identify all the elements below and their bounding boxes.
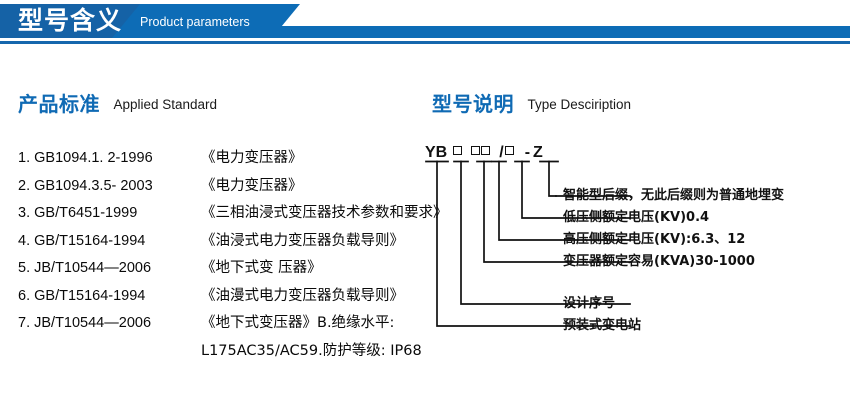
banner-bottom-rule <box>0 41 850 44</box>
standard-code: 7. JB/T10544—2006 <box>18 315 152 331</box>
callout-substation: 预装式变电站 <box>563 318 642 333</box>
model-code-row: YB / -Z <box>425 144 543 166</box>
standard-title: 《三相油浸式变压器技术参数和要求》 <box>201 205 448 221</box>
standard-code: 4. GB/T15164-1994 <box>18 232 146 249</box>
standard-list-item: 5. JB/T10544—2006 《地下式变 压器》 <box>18 256 428 284</box>
model-code-placeholder-box <box>471 146 481 155</box>
standard-code: 2. GB1094.3.5- 2003 <box>18 177 153 194</box>
applied-standard-list: 1. GB1094.1. 2-1996《电力变压器》2. GB1094.3.5-… <box>18 146 448 366</box>
model-code-text: YB <box>425 144 448 161</box>
standard-code: 6. GB/T15164-1994 <box>18 287 146 304</box>
standard-list-item: 6. GB/T15164-1994 《油漫式电力变压器负载导则》 <box>18 284 428 312</box>
section-heading-type-description: 型号说明 Type Desciription <box>432 88 631 117</box>
standard-list-item: 2. GB1094.3.5- 2003 《电力变压器》 <box>18 174 428 202</box>
standard-title: 《电力变压器》 <box>201 177 303 194</box>
model-code-placeholder-box <box>453 146 463 155</box>
type-description-heading-en: Type Desciription <box>527 97 631 112</box>
standard-continuation-line: L175AC35/AC59.防护等级: IP68 <box>201 342 422 359</box>
standard-list-item: 4. GB/T15164-1994 《油浸式电力变压器负载导则》 <box>18 229 428 257</box>
callout-suffix: 智能型后缀，无此后缀则为普通地埋变 <box>563 188 785 203</box>
model-code-diagram: YB/-Z 智能型后缀，无此后缀则为普通地埋变 低压侧额定 <box>425 140 850 390</box>
model-code-text: - <box>524 144 531 161</box>
page-header-banner: 型号含义 Product parameters <box>0 0 850 48</box>
standard-code: 3. GB/T6451-1999 <box>18 205 138 221</box>
section-heading-applied-standard: 产品标准 Applied Standard <box>18 88 217 117</box>
standard-title: 《电力变压器》 <box>201 150 303 166</box>
page-subtitle: Product parameters <box>140 15 250 29</box>
callout-capacity: 变压器额定容易(KVA)30-1000 <box>563 254 755 269</box>
applied-standard-heading-en: Applied Standard <box>113 97 218 112</box>
standard-title: 《地下式变 压器》 <box>201 260 322 276</box>
standard-list-item: 7. JB/T10544—2006 《地下式变压器》B.绝缘水平: <box>18 311 428 339</box>
model-code-text: Z <box>533 144 543 161</box>
model-code-placeholder-box <box>504 146 514 155</box>
standard-list-item: 3. GB/T6451-1999 《三相油浸式变压器技术参数和要求》 <box>18 201 448 229</box>
standard-list-item: 1. GB1094.1. 2-1996 《电力变压器》 <box>18 146 428 174</box>
callout-design-no: 设计序号 <box>563 296 616 311</box>
applied-standard-heading-cn: 产品标准 <box>18 92 100 116</box>
standard-title: 《油漫式电力变压器负载导则》 <box>201 287 404 304</box>
banner-tail-stripe <box>232 26 850 38</box>
callout-leader-lines <box>425 160 631 327</box>
model-code-placeholder-box <box>481 146 491 155</box>
standard-code: 5. JB/T10544—2006 <box>18 260 152 276</box>
standard-code: 1. GB1094.1. 2-1996 <box>18 150 153 166</box>
type-description-heading-cn: 型号说明 <box>432 92 514 116</box>
model-code-text: / <box>499 144 504 161</box>
callout-lv-voltage: 低压侧额定电压(KV)0.4 <box>563 210 710 225</box>
page-title: 型号含义 <box>18 6 123 35</box>
callout-hv-voltage: 高压侧额定电压(KV):6.3、12 <box>563 232 746 247</box>
standard-title: 《油浸式电力变压器负载导则》 <box>201 232 404 249</box>
standard-title: 《地下式变压器》B.绝缘水平: <box>201 315 395 331</box>
